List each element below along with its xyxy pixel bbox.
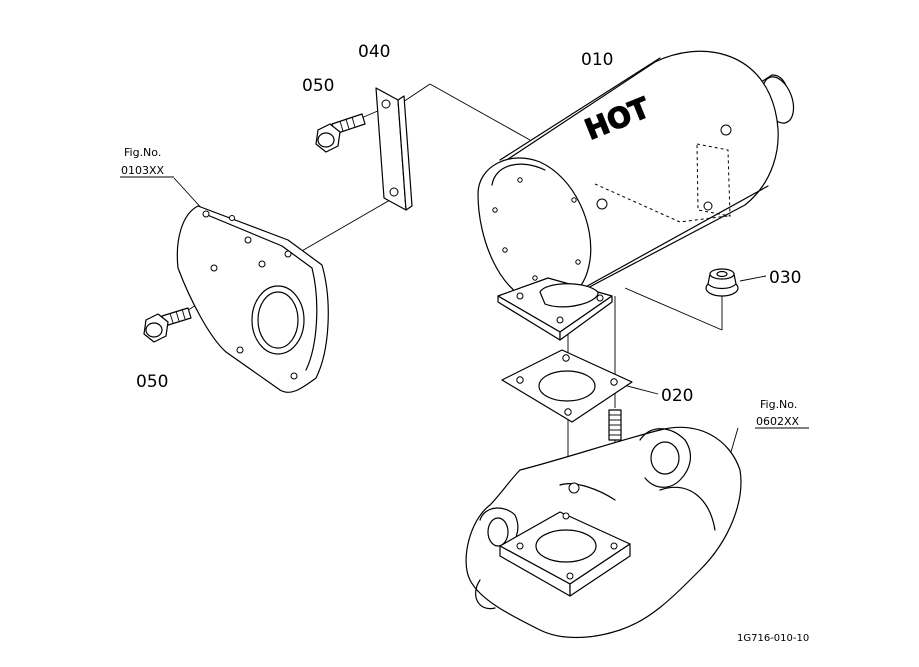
label-010: 010 — [581, 50, 613, 70]
stay-bracket-part-040[interactable] — [375, 87, 413, 211]
fig-ref-title: Fig.No. — [760, 398, 797, 411]
label-030: 030 — [769, 268, 801, 288]
exhaust-manifold — [465, 426, 742, 639]
mounting-plate — [176, 205, 329, 393]
drawing-code: 1G716-010-10 — [737, 633, 809, 644]
label-050-bottom: 050 — [136, 372, 168, 392]
fig-ref-0602xx: Fig.No. 0602XX — [755, 398, 809, 429]
label-020: 020 — [661, 386, 693, 406]
label-050-top: 050 — [302, 76, 334, 96]
bolt-part-050-top[interactable] — [315, 113, 366, 153]
fig-ref-number: 0602XX — [756, 415, 800, 428]
stud-bolt[interactable] — [608, 409, 622, 441]
fig-ref-0103xx: Fig.No. 0103XX — [120, 146, 174, 178]
bolt-part-050-bottom[interactable] — [143, 307, 192, 343]
muffler-part-010[interactable]: HOT — [477, 50, 799, 341]
nut-part-030[interactable] — [705, 268, 739, 297]
label-040: 040 — [358, 42, 390, 62]
fig-ref-number: 0103XX — [121, 164, 165, 177]
fig-ref-title: Fig.No. — [124, 146, 161, 159]
gasket-part-020[interactable] — [501, 349, 633, 423]
